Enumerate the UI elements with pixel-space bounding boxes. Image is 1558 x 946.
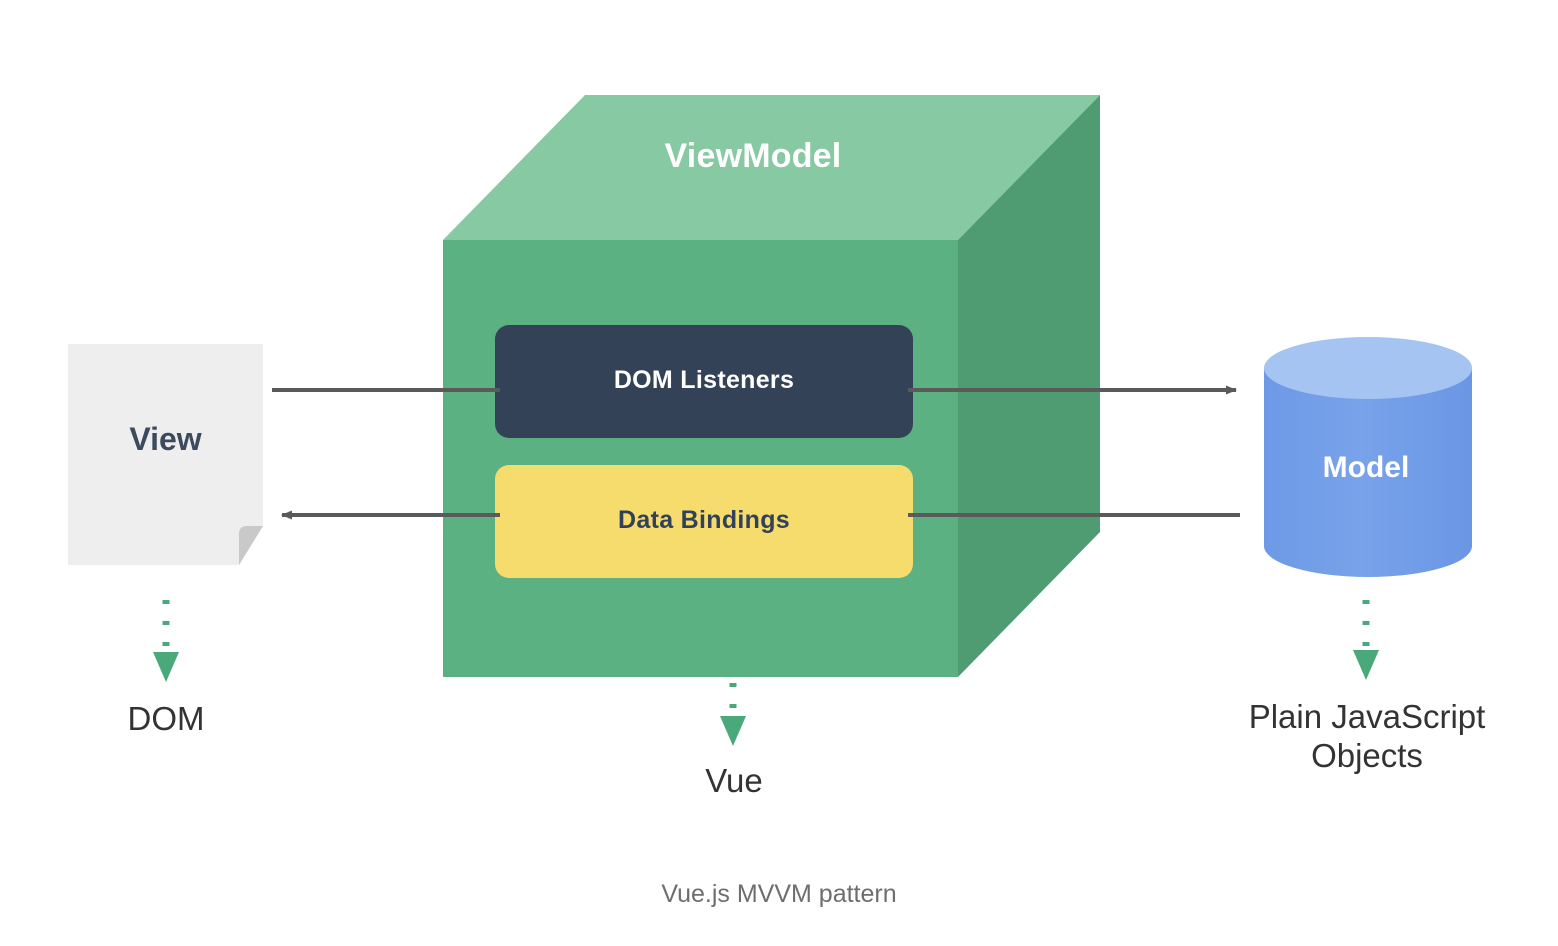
view-document-fold-icon (239, 526, 263, 565)
view-document-body (68, 344, 263, 565)
cube-right-face (958, 95, 1100, 677)
view-node[interactable] (68, 344, 263, 565)
cylinder-top-ellipse (1264, 337, 1472, 399)
data-bindings-box[interactable] (495, 465, 913, 578)
dotted-arrowhead-plain-js-icon (1353, 650, 1379, 680)
model-node[interactable] (1264, 337, 1472, 577)
cube-front-face (443, 240, 958, 677)
cylinder-body (1264, 368, 1472, 577)
dom-listeners-box[interactable] (495, 325, 913, 438)
dotted-arrowhead-vue-icon (720, 716, 746, 746)
viewmodel-node[interactable] (443, 95, 1100, 677)
dotted-arrowhead-dom-icon (153, 652, 179, 682)
cube-top-face (443, 95, 1100, 240)
